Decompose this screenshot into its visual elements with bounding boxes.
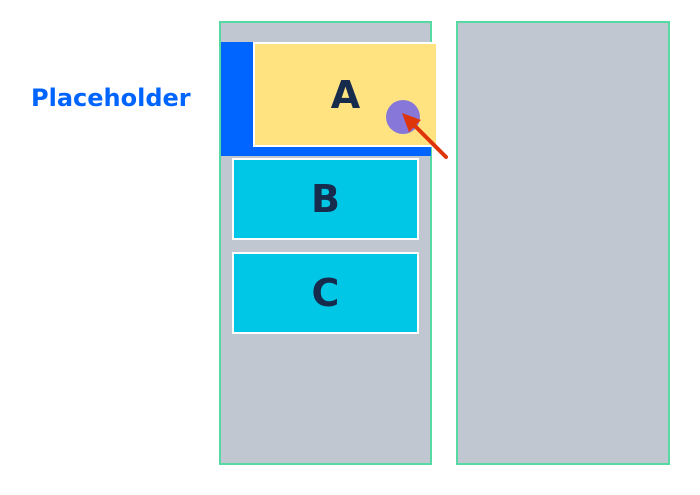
card-c[interactable]: C <box>232 252 419 334</box>
arrow-icon <box>402 113 448 159</box>
arrow-head <box>402 113 421 132</box>
placeholder-label: Placeholder <box>31 84 191 112</box>
card-a-label: A <box>330 72 361 117</box>
cursor-dot-icon <box>386 100 420 134</box>
card-b-label: B <box>311 177 340 221</box>
arrow-shaft <box>409 120 448 159</box>
card-b[interactable]: B <box>232 158 419 240</box>
card-c-label: C <box>311 271 340 315</box>
right-column <box>456 21 670 465</box>
